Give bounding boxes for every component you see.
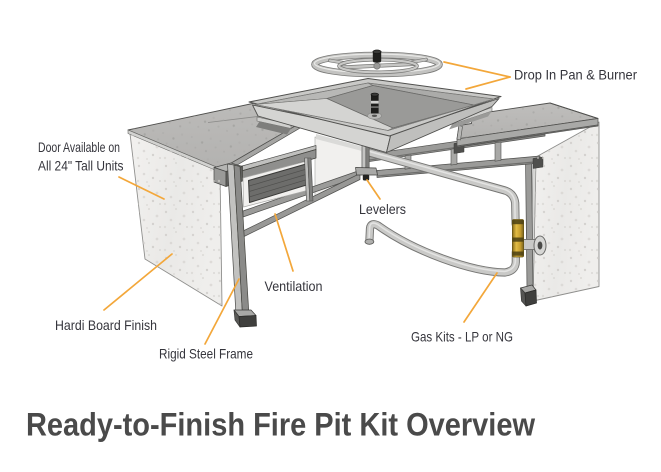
svg-text:Hardi Board Finish: Hardi Board Finish: [55, 317, 157, 333]
svg-text:Door Available on: Door Available on: [38, 139, 120, 155]
svg-text:Levelers: Levelers: [359, 201, 406, 217]
svg-text:Ready-to-Finish Fire Pit Kit O: Ready-to-Finish Fire Pit Kit Overview: [26, 407, 536, 443]
svg-text:Gas Kits - LP or NG: Gas Kits - LP or NG: [411, 329, 513, 345]
svg-text:Drop In Pan & Burner: Drop In Pan & Burner: [514, 67, 637, 83]
svg-text:Ventilation: Ventilation: [265, 278, 323, 294]
svg-text:Rigid Steel Frame: Rigid Steel Frame: [159, 346, 253, 362]
svg-text:All 24" Tall Units: All 24" Tall Units: [38, 158, 124, 174]
